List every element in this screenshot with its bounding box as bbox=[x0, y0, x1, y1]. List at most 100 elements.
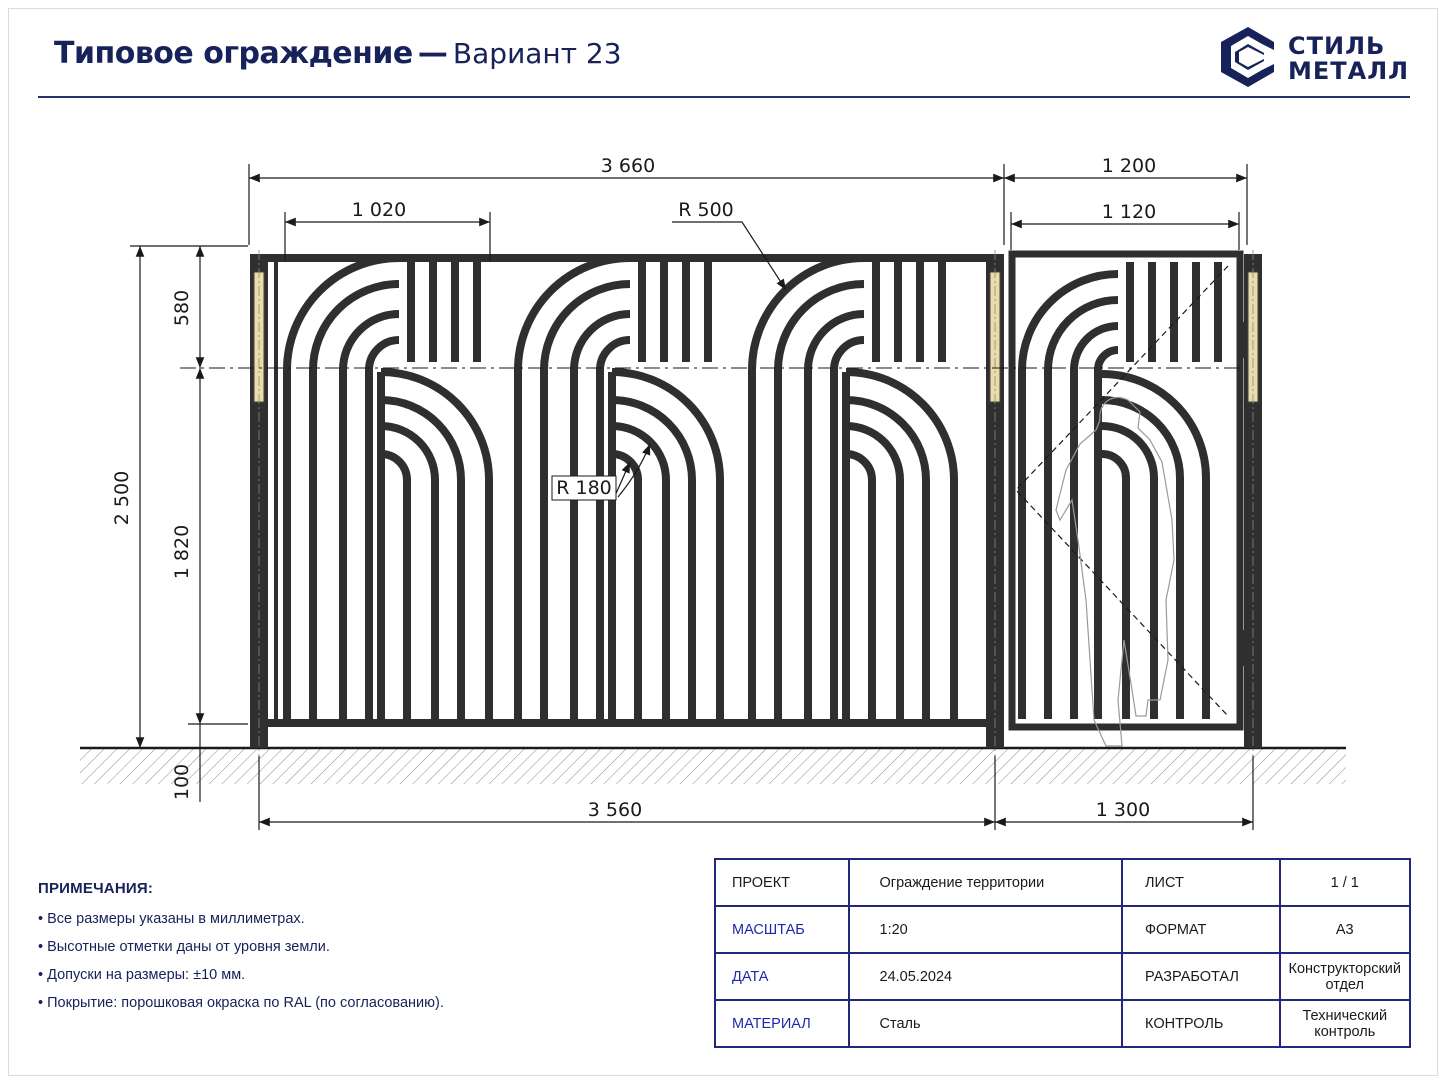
fence-panel bbox=[250, 254, 1000, 727]
picket-top bbox=[916, 262, 924, 362]
title-block-row: МАСШТАБ 1:20 ФОРМАТ А3 bbox=[714, 905, 1412, 954]
sheet-label: ЛИСТ bbox=[1121, 858, 1281, 907]
note-item: Высотные отметки даны от уровня земли. bbox=[38, 939, 678, 955]
upper-arc-bar bbox=[804, 310, 865, 719]
title-block-row: ПРОЕКТ Ограждение территории ЛИСТ 1 / 1 bbox=[714, 858, 1412, 907]
r180-label-box bbox=[551, 475, 617, 501]
material-value: Сталь bbox=[847, 999, 1124, 1048]
lower-arc-bar bbox=[380, 368, 493, 719]
picket-top bbox=[429, 262, 437, 362]
dim-top-gate: 1 200 bbox=[1102, 155, 1156, 177]
gate-upper-arc-bar bbox=[1070, 322, 1119, 719]
page-title: Типовое ограждение — Вариант 23 bbox=[54, 36, 622, 71]
dim-top-total: 3 660 bbox=[601, 155, 655, 177]
dim-height-total: 2 500 bbox=[111, 471, 133, 525]
upper-arc-bar bbox=[365, 336, 400, 719]
gate-lower-arc-bar bbox=[1101, 370, 1210, 719]
lower-arc-bar bbox=[380, 450, 411, 719]
project-label: ПРОЕКТ bbox=[714, 858, 850, 907]
title-block-row: МАТЕРИАЛ Сталь КОНТРОЛЬ Технический конт… bbox=[714, 999, 1412, 1048]
lower-arc-bar bbox=[611, 422, 670, 719]
sheet-value: 1 / 1 bbox=[1278, 858, 1412, 907]
logo-mark-icon bbox=[1221, 27, 1274, 87]
picket-top bbox=[638, 262, 646, 362]
dimension-labels: 3 660 1 200 1 020 1 120 R 500 R 180 2 50… bbox=[111, 155, 1156, 821]
person-silhouette-icon bbox=[1055, 396, 1175, 747]
panel-bottom-rail bbox=[262, 719, 1000, 727]
upper-arc-bar bbox=[830, 336, 865, 719]
format-label: ФОРМАТ bbox=[1121, 905, 1281, 954]
title-variant: Вариант 23 bbox=[452, 37, 622, 70]
upper-arc-bar bbox=[570, 310, 631, 719]
dim-ground-clearance: 100 bbox=[171, 764, 193, 800]
note-item: Все размеры указаны в миллиметрах. bbox=[38, 911, 678, 927]
picket-top bbox=[451, 262, 459, 362]
picket-top bbox=[894, 262, 902, 362]
developer-label: РАЗРАБОТАЛ bbox=[1121, 952, 1281, 1001]
notes-heading: ПРИМЕЧАНИЯ: bbox=[38, 880, 154, 897]
lower-arc-bar bbox=[380, 396, 465, 719]
upper-arc-bar bbox=[774, 280, 865, 719]
gate-picket-top bbox=[1126, 262, 1134, 362]
scale-label: МАСШТАБ bbox=[714, 905, 850, 954]
gate bbox=[1008, 250, 1244, 747]
dim-bottom-gate: 1 300 bbox=[1096, 799, 1150, 821]
lower-arc-bar bbox=[611, 368, 724, 719]
gate-picket-top bbox=[1192, 262, 1200, 362]
material-label: МАТЕРИАЛ bbox=[714, 999, 850, 1048]
date-label: ДАТА bbox=[714, 952, 850, 1001]
ground bbox=[80, 746, 1346, 784]
dim-gate-inner: 1 120 bbox=[1102, 201, 1156, 223]
gate-frame bbox=[1008, 250, 1244, 731]
scale-value: 1:20 bbox=[847, 905, 1124, 954]
dim-height-upper: 580 bbox=[171, 290, 193, 326]
notes-section: ПРИМЕЧАНИЯ: Все размеры указаны в миллим… bbox=[38, 880, 678, 1023]
dim-top-module: 1 020 bbox=[352, 199, 406, 221]
dim-bottom-fence: 3 560 bbox=[588, 799, 642, 821]
title-block-row: ДАТА 24.05.2024 РАЗРАБОТАЛ Конструкторск… bbox=[714, 952, 1412, 1001]
lower-arc-bar bbox=[611, 396, 696, 719]
control-value: Технический контроль bbox=[1278, 999, 1412, 1048]
panel-inner-frame bbox=[274, 262, 278, 719]
title-main: Типовое ограждение bbox=[54, 36, 413, 71]
gate-lower-arc-bar bbox=[1101, 396, 1184, 719]
picket-top bbox=[682, 262, 690, 362]
leader-r500 bbox=[672, 221, 787, 291]
dim-radius-large: R 500 bbox=[678, 199, 734, 221]
gate-picket-top bbox=[1170, 262, 1178, 362]
lower-arc-bar bbox=[845, 422, 904, 719]
lower-arc-bar bbox=[845, 368, 958, 719]
upper-arc-bar bbox=[514, 254, 631, 719]
dim-height-lower: 1 820 bbox=[171, 525, 193, 579]
picket-top bbox=[473, 262, 481, 362]
note-item: Покрытие: порошковая окраска по RAL (по … bbox=[38, 995, 678, 1011]
project-value: Ограждение территории bbox=[847, 858, 1124, 907]
leader-r180-curve bbox=[617, 443, 651, 498]
picket-top bbox=[704, 262, 712, 362]
picket-top bbox=[938, 262, 946, 362]
upper-arc-bar bbox=[596, 336, 631, 719]
developer-value: Конструкторский отдел bbox=[1278, 952, 1412, 1001]
picket-top bbox=[407, 262, 415, 362]
gate-lower-arc-bar bbox=[1101, 450, 1130, 719]
gate-picket-top bbox=[1148, 262, 1156, 362]
panel-arcs bbox=[283, 254, 958, 719]
gate-upper-arc-bar bbox=[1094, 346, 1119, 719]
gate-hinge-upper bbox=[1238, 322, 1244, 358]
panel-pickets bbox=[407, 262, 946, 362]
upper-arc-bar bbox=[339, 310, 400, 719]
title-dash: — bbox=[417, 36, 448, 71]
gate-arcs bbox=[1018, 270, 1210, 719]
gate-hinge-lower bbox=[1238, 630, 1244, 666]
gate-picket-top bbox=[1214, 262, 1222, 362]
note-item: Допуски на размеры: ±10 мм. bbox=[38, 967, 678, 983]
gate-swing-line bbox=[1015, 265, 1229, 717]
logo-text: СТИЛЬ МЕТАЛЛ bbox=[1288, 34, 1409, 84]
dim-radius-small: R 180 bbox=[556, 477, 612, 499]
company-logo: СТИЛЬ МЕТАЛЛ bbox=[1218, 24, 1418, 90]
title-block-table: ПРОЕКТ Ограждение территории ЛИСТ 1 / 1 … bbox=[714, 858, 1412, 1048]
upper-arc-bar bbox=[540, 280, 631, 719]
format-value: А3 bbox=[1278, 905, 1412, 954]
date-value: 24.05.2024 bbox=[847, 952, 1124, 1001]
